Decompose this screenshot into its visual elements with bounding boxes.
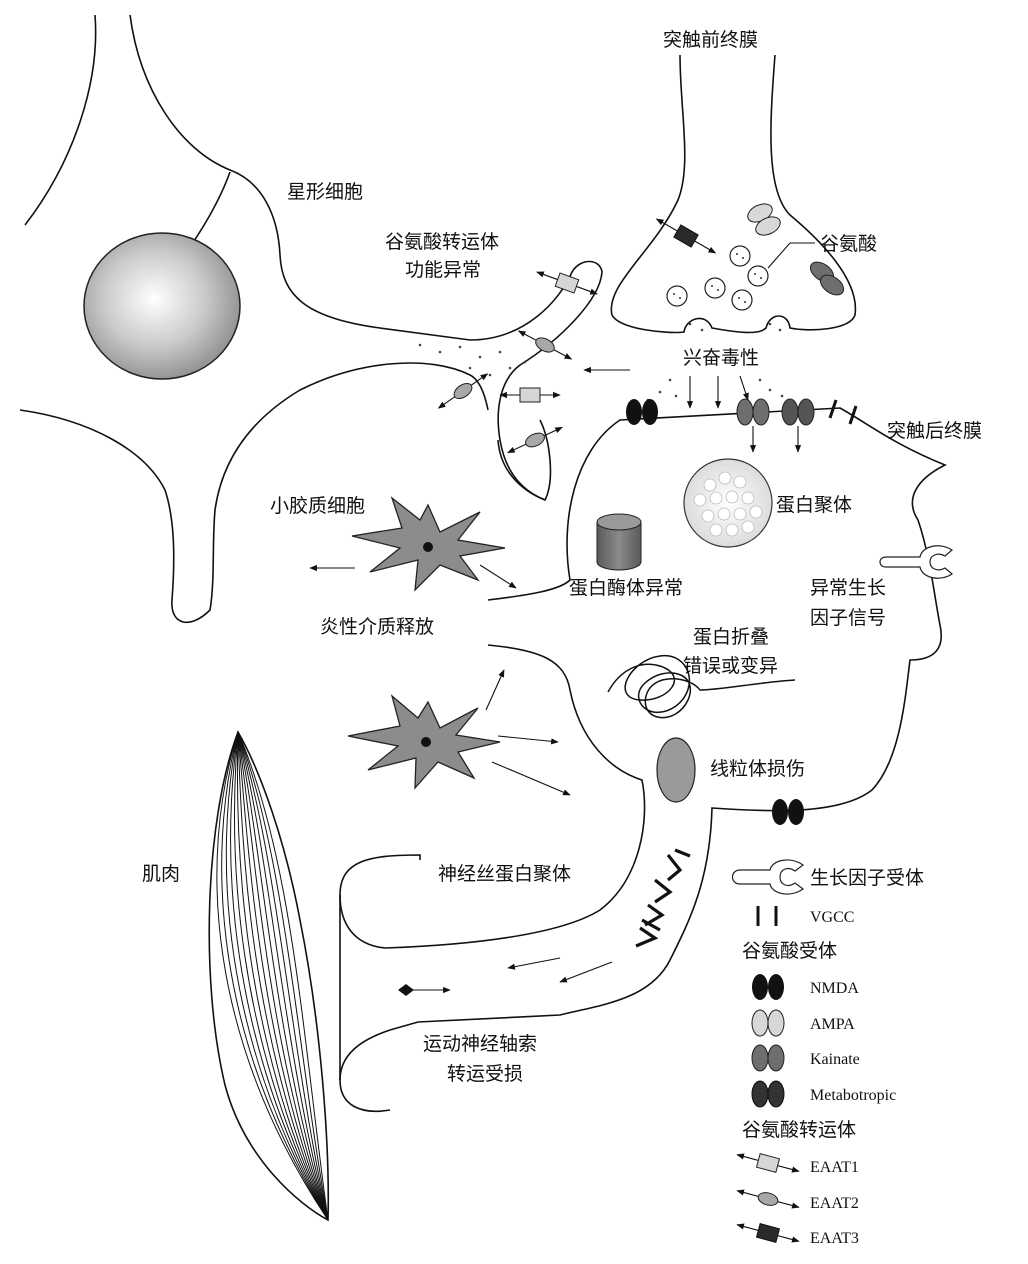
legend-nmda-icon bbox=[752, 974, 784, 1000]
muscle-fiber bbox=[237, 731, 329, 1221]
legend bbox=[731, 859, 805, 1243]
mitochondrion bbox=[656, 737, 696, 803]
membrane-growth-factor-receptor bbox=[879, 545, 953, 579]
legend-vgcc-label: VGCC bbox=[810, 909, 854, 926]
legend-kainate-icon bbox=[751, 1044, 785, 1072]
protein-aggregate bbox=[683, 458, 773, 548]
legend-eaat3-label: EAAT3 bbox=[810, 1230, 859, 1247]
label-glutamate: 谷氨酸 bbox=[820, 233, 877, 255]
excitotoxicity-arrows bbox=[583, 366, 749, 409]
label-muscle: 肌肉 bbox=[142, 863, 180, 885]
legend-ampa-icon bbox=[751, 1009, 785, 1037]
label-proteasome-abnormal: 蛋白酶体异常 bbox=[569, 577, 683, 599]
label-misfolding-2: 错误或变异 bbox=[683, 655, 778, 677]
label-transporter-dysfunction-1: 谷氨酸转运体 bbox=[385, 231, 499, 253]
label-neurofilament-aggregate: 神经丝蛋白聚体 bbox=[438, 863, 571, 885]
label-inflammatory-release: 炎性介质释放 bbox=[320, 616, 434, 638]
microglia-lower bbox=[347, 669, 571, 796]
postsynaptic-receptors bbox=[626, 398, 858, 825]
label-microglia: 小胶质细胞 bbox=[270, 495, 365, 517]
legend-nmda-label: NMDA bbox=[810, 980, 859, 997]
legend-ampa-label: AMPA bbox=[810, 1016, 855, 1033]
proteasome-cylinder bbox=[596, 513, 642, 571]
muscle-fiber bbox=[237, 731, 329, 1221]
legend-growth-factor-receptor-icon bbox=[731, 859, 805, 895]
muscle-fiber bbox=[237, 731, 329, 1221]
legend-eaat2-label: EAAT2 bbox=[810, 1195, 859, 1212]
legend-eaat1-label: EAAT1 bbox=[810, 1159, 859, 1176]
microglia-upper bbox=[309, 496, 517, 592]
label-excitotoxicity: 兴奋毒性 bbox=[683, 347, 759, 369]
legend-eaat1-icon bbox=[736, 1153, 800, 1173]
muscle-fiber bbox=[225, 731, 329, 1221]
label-axon-transport-2: 转运受损 bbox=[447, 1063, 523, 1085]
axonal-transport-arrows bbox=[398, 957, 613, 996]
presynaptic-terminal bbox=[610, 54, 857, 402]
label-postsynaptic-membrane: 突触后终膜 bbox=[887, 420, 982, 442]
muscle-fiber bbox=[216, 731, 329, 1221]
neurofilament-aggregates bbox=[635, 848, 691, 948]
misfolded-protein bbox=[607, 655, 796, 719]
legend-metabotropic-icon bbox=[751, 1080, 785, 1108]
muscle-fiber bbox=[236, 731, 329, 1221]
label-mitochondria-damage: 线粒体损伤 bbox=[710, 758, 805, 780]
label-protein-aggregate: 蛋白聚体 bbox=[776, 494, 852, 516]
muscle-fiber bbox=[237, 731, 329, 1221]
legend-eaat2-icon bbox=[736, 1189, 800, 1209]
legend-glutamate-receptors-title: 谷氨酸受体 bbox=[742, 940, 837, 962]
muscle-fiber bbox=[237, 731, 329, 1221]
label-misfolding-1: 蛋白折叠 bbox=[693, 626, 769, 648]
muscle-fiber bbox=[230, 731, 329, 1221]
label-abnormal-growth-1: 异常生长 bbox=[810, 577, 886, 599]
muscle-fiber bbox=[234, 731, 329, 1221]
legend-growth-factor-receptor-label: 生长因子受体 bbox=[810, 867, 924, 889]
legend-glutamate-transporters-title: 谷氨酸转运体 bbox=[742, 1119, 856, 1141]
label-abnormal-growth-2: 因子信号 bbox=[810, 607, 886, 629]
label-axon-transport-1: 运动神经轴索 bbox=[423, 1033, 537, 1055]
muscle-fiber bbox=[221, 731, 329, 1221]
postsynaptic-neuron bbox=[339, 407, 947, 1112]
muscle-fiber bbox=[237, 731, 329, 1221]
label-astrocyte: 星形细胞 bbox=[287, 181, 363, 203]
astrocyte-nucleus bbox=[83, 232, 241, 380]
label-transporter-dysfunction-2: 功能异常 bbox=[405, 259, 481, 281]
label-presynaptic-membrane: 突触前终膜 bbox=[663, 29, 758, 51]
astrocyte-transporters bbox=[418, 271, 598, 454]
muscle bbox=[208, 730, 330, 1222]
legend-eaat3-icon bbox=[736, 1223, 800, 1243]
legend-kainate-label: Kainate bbox=[810, 1051, 860, 1068]
legend-metabotropic-label: Metabotropic bbox=[810, 1087, 896, 1104]
muscle-fiber bbox=[237, 731, 329, 1221]
muscle-fiber bbox=[237, 731, 329, 1221]
